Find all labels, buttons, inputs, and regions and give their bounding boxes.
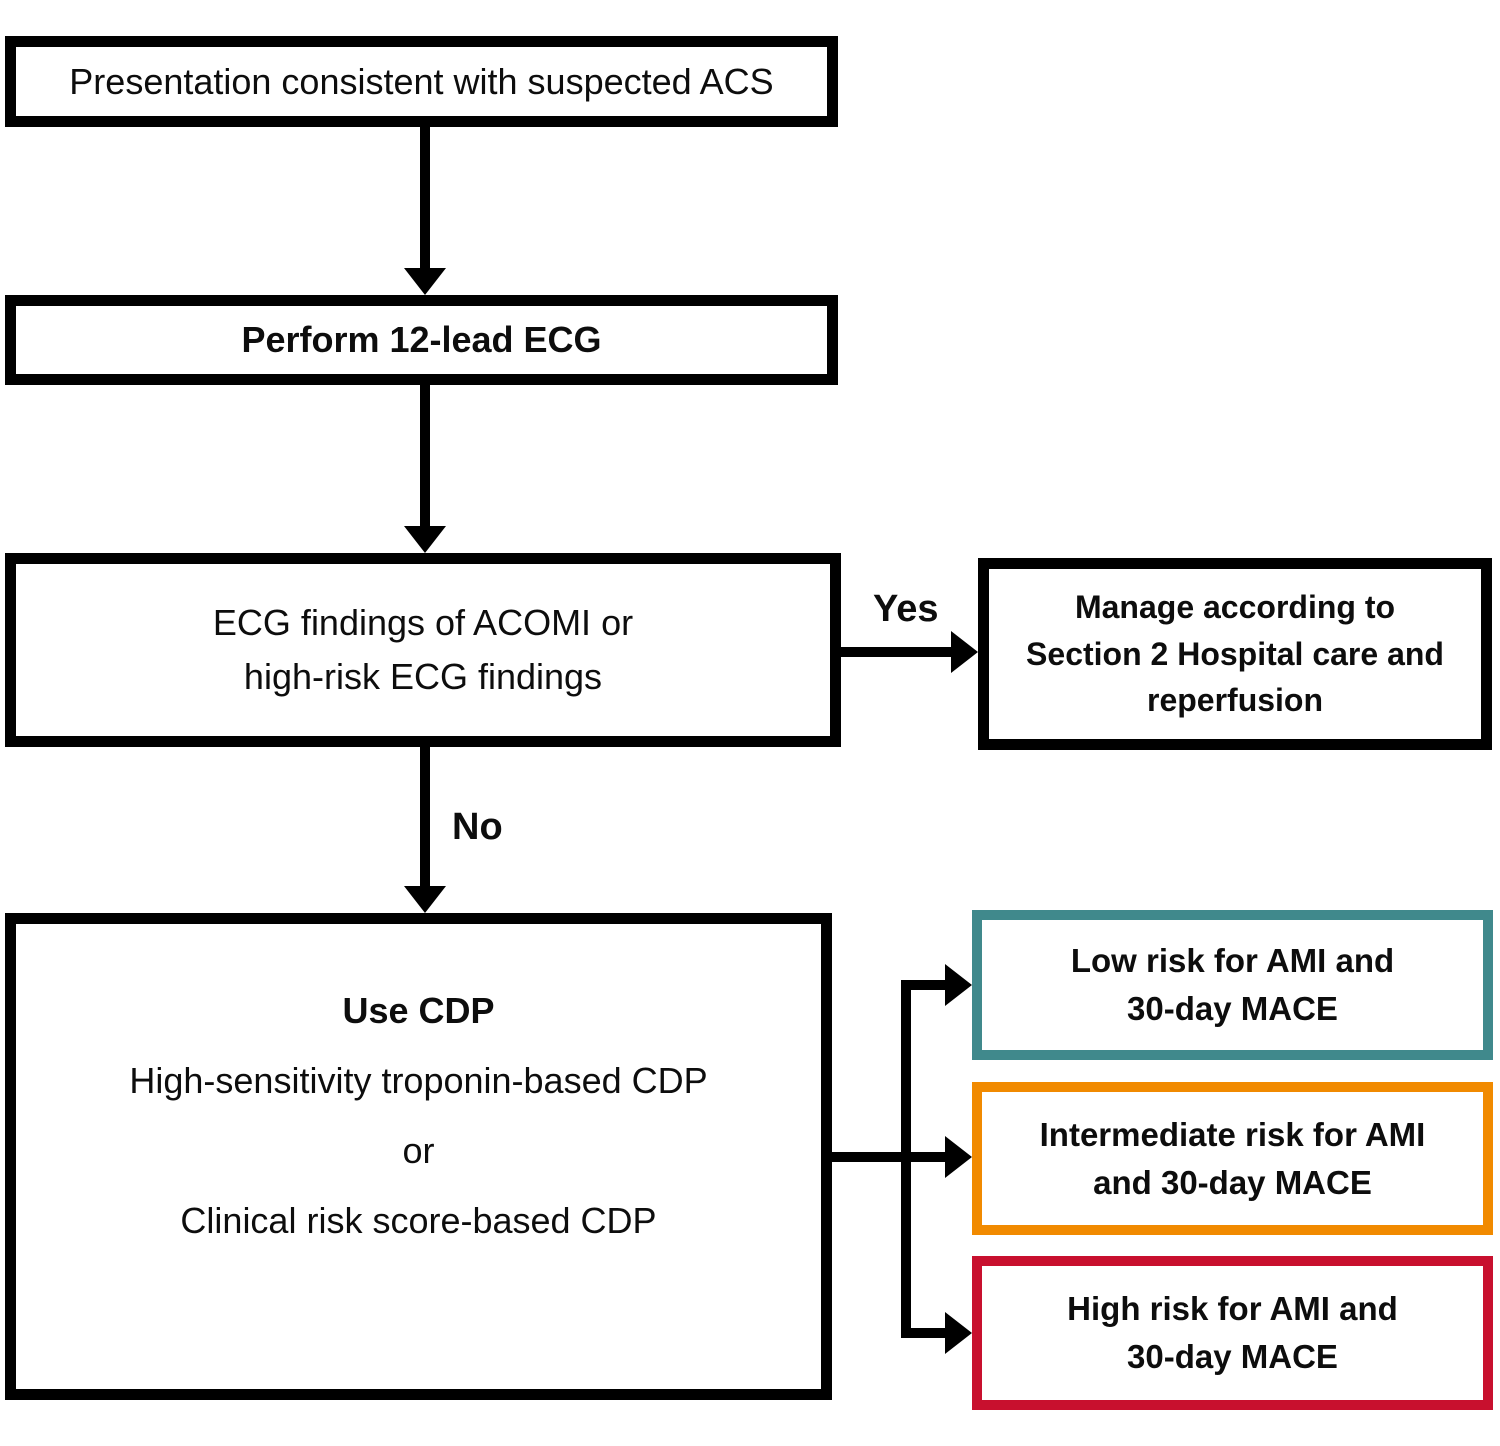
node-cdp-separator: or bbox=[402, 1130, 435, 1171]
node-findings-line2: high-risk ECG findings bbox=[243, 656, 603, 697]
node-low-risk-line2: 30-day MACE bbox=[1127, 990, 1338, 1027]
connector-no-to-cdp bbox=[420, 747, 430, 891]
node-use-cdp: Use CDP High-sensitivity troponin-based … bbox=[5, 913, 832, 1400]
node-cdp-option2: Clinical risk score-based CDP bbox=[180, 1200, 657, 1241]
connector-to-low-risk bbox=[901, 980, 953, 990]
arrowhead-right-to-manage-icon bbox=[951, 631, 978, 673]
arrowhead-right-to-intermediate-risk-icon bbox=[945, 1136, 972, 1178]
node-high-risk-outcome: High risk for AMI and 30-day MACE bbox=[972, 1256, 1493, 1410]
connector-yes-to-manage bbox=[841, 647, 953, 657]
node-intermediate-risk-outcome: Intermediate risk for AMI and 30-day MAC… bbox=[972, 1082, 1493, 1235]
node-low-risk-line1: Low risk for AMI and bbox=[1070, 942, 1395, 980]
node-manage-line3: reperfusion bbox=[1146, 682, 1324, 719]
connector-to-high-risk bbox=[901, 1328, 953, 1338]
arrowhead-right-to-high-risk-icon bbox=[945, 1312, 972, 1354]
node-manage-line1: Manage according to bbox=[1074, 589, 1396, 626]
connector-ecg-to-findings bbox=[420, 385, 430, 528]
arrowhead-down-to-ecg-icon bbox=[404, 268, 446, 295]
node-intermediate-risk-line1: Intermediate risk for AMI bbox=[1039, 1115, 1426, 1153]
node-ecg-findings-acomi: ECG findings of ACOMI or high-risk ECG f… bbox=[5, 553, 841, 747]
node-cdp-option1: High-sensitivity troponin-based CDP bbox=[129, 1060, 708, 1101]
node-manage-section-2: Manage according to Section 2 Hospital c… bbox=[978, 558, 1492, 750]
node-high-risk-line2: 30-day MACE bbox=[1127, 1338, 1338, 1375]
node-presentation-suspected-acs: Presentation consistent with suspected A… bbox=[5, 36, 838, 127]
node-ecg-text: Perform 12-lead ECG bbox=[241, 319, 602, 360]
node-manage-line2: Section 2 Hospital care and bbox=[1026, 635, 1444, 672]
arrowhead-down-to-cdp-icon bbox=[404, 886, 446, 913]
connector-presentation-to-ecg bbox=[420, 127, 430, 271]
connector-risk-spine bbox=[901, 980, 911, 1338]
node-findings-line1: ECG findings of ACOMI or bbox=[212, 602, 634, 643]
node-presentation-text: Presentation consistent with suspected A… bbox=[69, 60, 774, 102]
connector-cdp-trunk bbox=[832, 1152, 953, 1162]
node-intermediate-risk-line2: and 30-day MACE bbox=[1093, 1163, 1372, 1201]
edge-label-yes: Yes bbox=[873, 588, 939, 630]
node-perform-12-lead-ecg: Perform 12-lead ECG bbox=[5, 295, 838, 385]
node-high-risk-line1: High risk for AMI and bbox=[1067, 1290, 1398, 1328]
edge-label-no: No bbox=[452, 806, 503, 848]
arrowhead-right-to-low-risk-icon bbox=[945, 964, 972, 1006]
node-cdp-title: Use CDP bbox=[342, 990, 495, 1031]
node-low-risk-outcome: Low risk for AMI and 30-day MACE bbox=[972, 910, 1493, 1060]
arrowhead-down-to-findings-icon bbox=[404, 526, 446, 553]
